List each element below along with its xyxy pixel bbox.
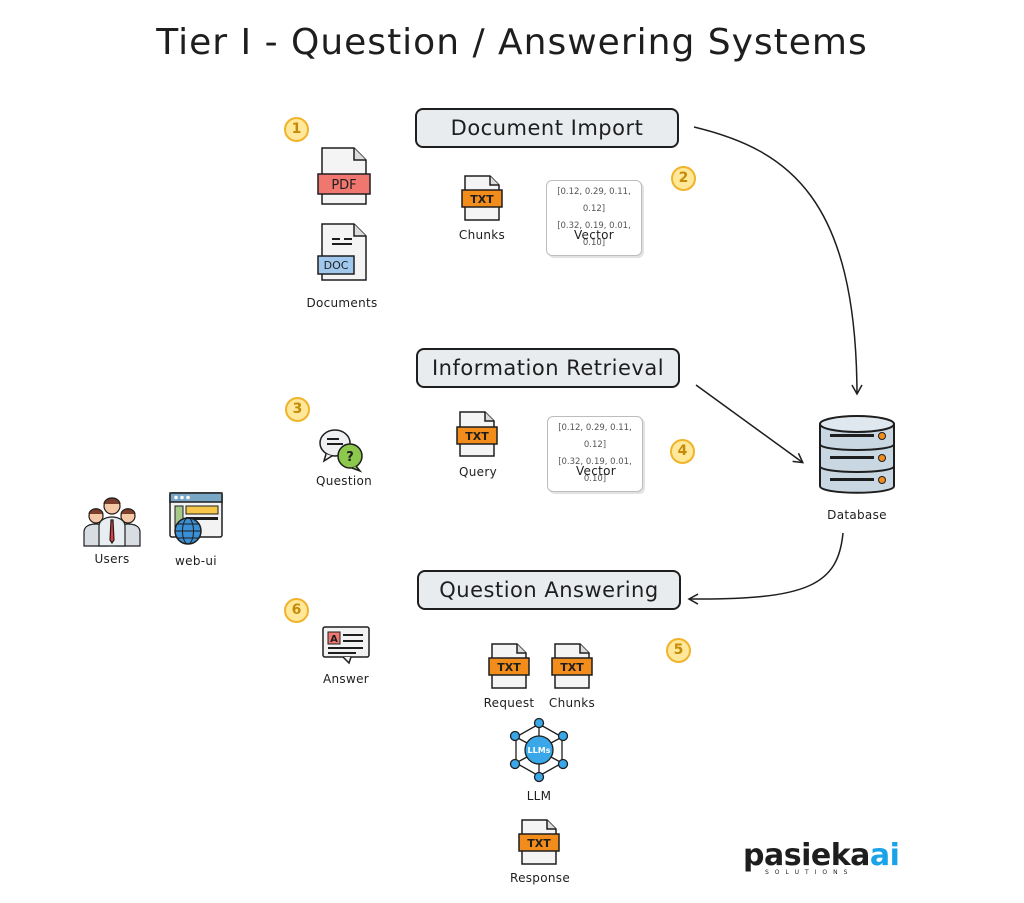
page-title: Tier I - Question / Answering Systems bbox=[156, 22, 868, 63]
database-label: Database bbox=[827, 508, 887, 522]
brand-wordmark: pasiekaai bbox=[743, 838, 903, 873]
users-icon bbox=[83, 497, 141, 547]
brand-name: pasieka bbox=[743, 838, 870, 873]
step-6-badge: 6 bbox=[284, 598, 309, 623]
pdf-icon-text: PDF bbox=[331, 178, 356, 193]
request-label: Request bbox=[483, 696, 535, 710]
vector-label: Vector bbox=[573, 228, 615, 242]
response-txt-icon: TXT bbox=[518, 819, 560, 865]
step-4-badge: 4 bbox=[670, 439, 695, 464]
chunks-label: Chunks bbox=[458, 228, 506, 242]
retrieval-to-database-arrow bbox=[695, 384, 805, 464]
question-chat-icon: ? bbox=[319, 429, 363, 473]
brand-ai: ai bbox=[869, 838, 900, 873]
llm-icon-text: LLMs bbox=[528, 746, 551, 755]
request-txt-text: TXT bbox=[497, 661, 521, 674]
database-to-answering-arrow bbox=[687, 532, 844, 605]
llm-label: LLM bbox=[526, 789, 552, 803]
import-vector-row-2: [0.32, 0.19, 0.01, 0.10] bbox=[557, 221, 631, 248]
query-txt-icon: TXT bbox=[456, 411, 498, 457]
pdf-icon: PDF bbox=[317, 147, 371, 205]
retrieval-vector-row-2: [0.32, 0.19, 0.01, 0.10] bbox=[558, 457, 632, 484]
doc-icon: DOC bbox=[317, 223, 367, 281]
chunks-answer-txt-text: TXT bbox=[560, 661, 584, 674]
llm-network-icon: LLMs bbox=[509, 717, 569, 783]
retrieval-vector-row-1: [0.12, 0.29, 0.11, 0.12] bbox=[558, 423, 632, 450]
svg-text:?: ? bbox=[346, 450, 354, 465]
step-3-badge: 3 bbox=[285, 397, 310, 422]
doc-icon-text: DOC bbox=[324, 259, 349, 272]
answer-icon-letter: A bbox=[330, 634, 338, 645]
brand-logo: pasiekaai SOLUTIONS bbox=[743, 838, 903, 876]
question-label: Question bbox=[315, 474, 373, 488]
import-to-database-arrow bbox=[693, 126, 863, 396]
step-2-badge: 2 bbox=[671, 166, 696, 191]
query-txt-text: TXT bbox=[465, 430, 489, 443]
brand-subtitle: SOLUTIONS bbox=[765, 869, 854, 876]
response-txt-text: TXT bbox=[527, 837, 551, 850]
web-ui-label: web-ui bbox=[175, 554, 217, 568]
database-icon bbox=[819, 415, 895, 494]
import-vector-row-1: [0.12, 0.29, 0.11, 0.12] bbox=[557, 187, 631, 214]
answer-icon: A bbox=[322, 626, 370, 665]
request-txt-icon: TXT bbox=[488, 643, 530, 689]
question-answering-stage: Question Answering bbox=[417, 570, 683, 612]
import-vector-box: [0.12, 0.29, 0.11, 0.12] [0.32, 0.19, 0.… bbox=[546, 180, 642, 256]
query-label: Query bbox=[459, 465, 497, 479]
step-1-badge: 1 bbox=[284, 117, 309, 142]
chunks-answer-label: Chunks bbox=[548, 696, 596, 710]
vector-label-retrieval: Vector bbox=[575, 464, 617, 478]
information-retrieval-stage: Information Retrieval bbox=[416, 348, 682, 390]
step-5-badge: 5 bbox=[666, 638, 691, 663]
document-import-stage: Document Import bbox=[415, 108, 681, 150]
chunks-txt-text: TXT bbox=[470, 193, 494, 206]
chunks-answer-txt-icon: TXT bbox=[551, 643, 593, 689]
answer-label: Answer bbox=[323, 672, 369, 686]
web-ui-icon bbox=[169, 492, 223, 545]
chunks-txt-icon: TXT bbox=[461, 175, 503, 221]
response-label: Response bbox=[509, 871, 571, 885]
retrieval-vector-box: [0.12, 0.29, 0.11, 0.12] [0.32, 0.19, 0.… bbox=[547, 416, 643, 492]
users-label: Users bbox=[94, 552, 130, 566]
documents-label: Documents bbox=[306, 296, 378, 310]
